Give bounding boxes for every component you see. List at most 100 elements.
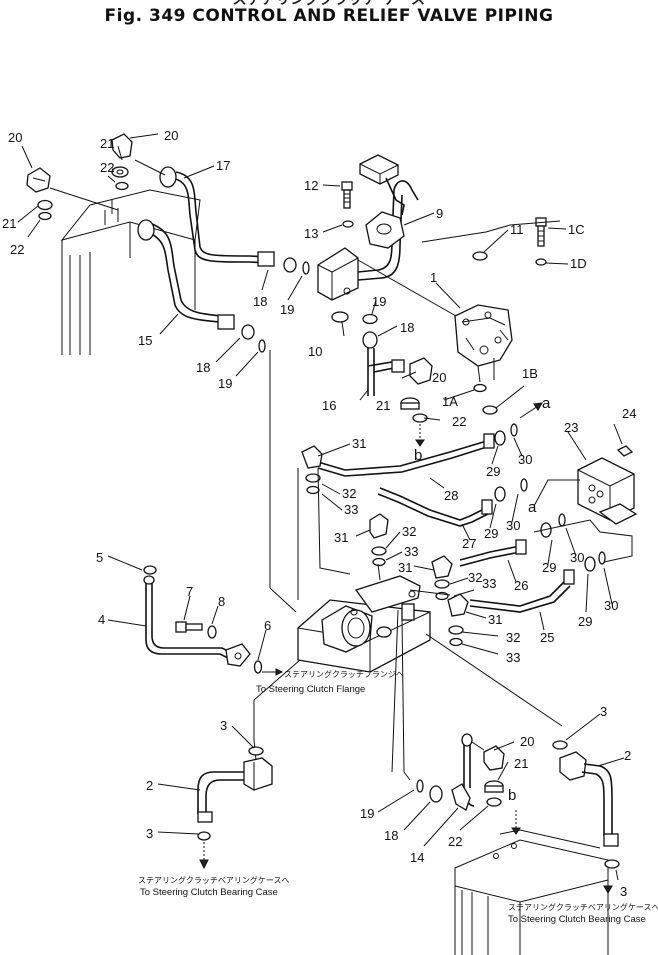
callout-b: b (508, 787, 516, 804)
callout-20: 20 (520, 734, 534, 749)
callout-19: 19 (372, 294, 386, 309)
callout-4: 4 (98, 612, 105, 627)
callout-19: 19 (218, 376, 232, 391)
callout-3: 3 (146, 826, 153, 841)
callout-22: 22 (452, 414, 466, 429)
pipe-15 (147, 223, 223, 323)
callout-21: 21 (514, 756, 528, 771)
callout-16: 16 (322, 398, 336, 413)
pipe-4 (143, 565, 263, 674)
callout-22: 22 (448, 834, 462, 849)
callout-18: 18 (253, 294, 267, 309)
note-bearing-left-en: To Steering Clutch Bearing Case (140, 887, 278, 898)
callout-18: 18 (384, 828, 398, 843)
bolt-7-washer-8 (175, 621, 217, 639)
callout-3: 3 (600, 704, 607, 719)
callout-30: 30 (604, 598, 618, 613)
pipe-17 (169, 171, 269, 264)
callout-2: 2 (624, 748, 631, 763)
callout-30: 30 (518, 452, 532, 467)
callout-19: 19 (280, 302, 294, 317)
callout-18: 18 (400, 320, 414, 335)
callout-26: 26 (514, 578, 528, 593)
destination-notes: ステアリングクラッチフランジへ To Steering Clutch Flang… (138, 668, 658, 925)
callout-5: 5 (96, 550, 103, 565)
callout-21: 21 (2, 216, 16, 231)
cut-off-header: ステアリングクラッチ ケース (0, 0, 658, 6)
callout-32: 32 (402, 524, 416, 539)
callout-29: 29 (486, 464, 500, 479)
bolt-1C-washer-1D (535, 217, 547, 266)
callout-7: 7 (186, 584, 193, 599)
callout-27: 27 (462, 536, 476, 551)
note-bearing-right-en: To Steering Clutch Bearing Case (508, 914, 646, 925)
callout-30: 30 (506, 518, 520, 533)
pipe-16 (362, 331, 395, 396)
callout-32: 32 (506, 630, 520, 645)
callout-22: 22 (100, 160, 114, 175)
pipe-2-right (552, 740, 620, 869)
figure-title: Fig. 349 CONTROL AND RELIEF VALVE PIPING (104, 6, 554, 26)
upper-left-case (60, 189, 201, 355)
callout-numbers: 20 20 21 22 21 22 17 15 18 19 18 19 12 1… (2, 128, 636, 899)
callout-17: 17 (216, 158, 230, 173)
pipe-28 (317, 423, 518, 477)
callout-31: 31 (352, 436, 366, 451)
callout-9: 9 (436, 206, 443, 221)
callout-21: 21 (100, 136, 114, 151)
note-flange-jp: ステアリングクラッチフランジへ (284, 669, 404, 679)
callout-31: 31 (488, 612, 502, 627)
arrow-down-right (603, 870, 613, 895)
nut-washers-left (37, 166, 129, 221)
callout-3: 3 (620, 884, 627, 899)
callout-20: 20 (164, 128, 178, 143)
callout-10: 10 (308, 344, 322, 359)
flange-arrow-icon (275, 668, 284, 676)
callout-32: 32 (468, 570, 482, 585)
fitting-elbow-20-left (26, 167, 51, 193)
callout-33: 33 (482, 576, 496, 591)
callout-a: a (528, 499, 537, 516)
callout-30: 30 (570, 550, 584, 565)
leader-lines-upper-left (17, 133, 303, 377)
callout-24: 24 (622, 406, 636, 421)
callout-1A: 1A (442, 394, 458, 409)
callout-15: 15 (138, 333, 152, 348)
callout-33: 33 (404, 544, 418, 559)
callout-11: 11 (510, 222, 524, 237)
callout-33: 33 (506, 650, 520, 665)
callout-2: 2 (146, 778, 153, 793)
callout-8: 8 (218, 594, 225, 609)
elbows-31-and-washers (301, 445, 469, 647)
arrow-down-left (199, 842, 209, 870)
lower-right-case (454, 829, 609, 955)
pipe-2-left (197, 746, 273, 841)
bolt-12-washer-13 (341, 181, 354, 228)
fitting-elbow-20-top (111, 133, 133, 159)
callout-23: 23 (564, 420, 578, 435)
callout-31: 31 (334, 530, 348, 545)
callout-b: b (414, 447, 422, 464)
callout-29: 29 (484, 526, 498, 541)
leader-lines-upper-center (322, 184, 569, 421)
block-23 (577, 445, 638, 525)
callout-18: 18 (196, 360, 210, 375)
center-mounting-block (297, 575, 431, 673)
fitting-connector-17-end (137, 166, 177, 241)
callout-1B: 1B (522, 366, 538, 381)
callout-1D: 1D (570, 256, 587, 271)
callout-29: 29 (542, 560, 556, 575)
callout-31: 31 (398, 560, 412, 575)
oring-11 (472, 251, 488, 261)
callout-33: 33 (344, 502, 358, 517)
nut-21-washer-22-center (400, 397, 428, 423)
callout-14: 14 (410, 850, 424, 865)
pipe-25 (469, 551, 606, 613)
leader-lines-lower (107, 555, 625, 881)
note-bearing-left-jp: ステアリングクラッチベアリングケースへ (138, 875, 289, 885)
callout-20: 20 (8, 130, 22, 145)
callout-28: 28 (444, 488, 458, 503)
note-flange-en: To Steering Clutch Flange (256, 684, 365, 695)
callout-3: 3 (220, 718, 227, 733)
